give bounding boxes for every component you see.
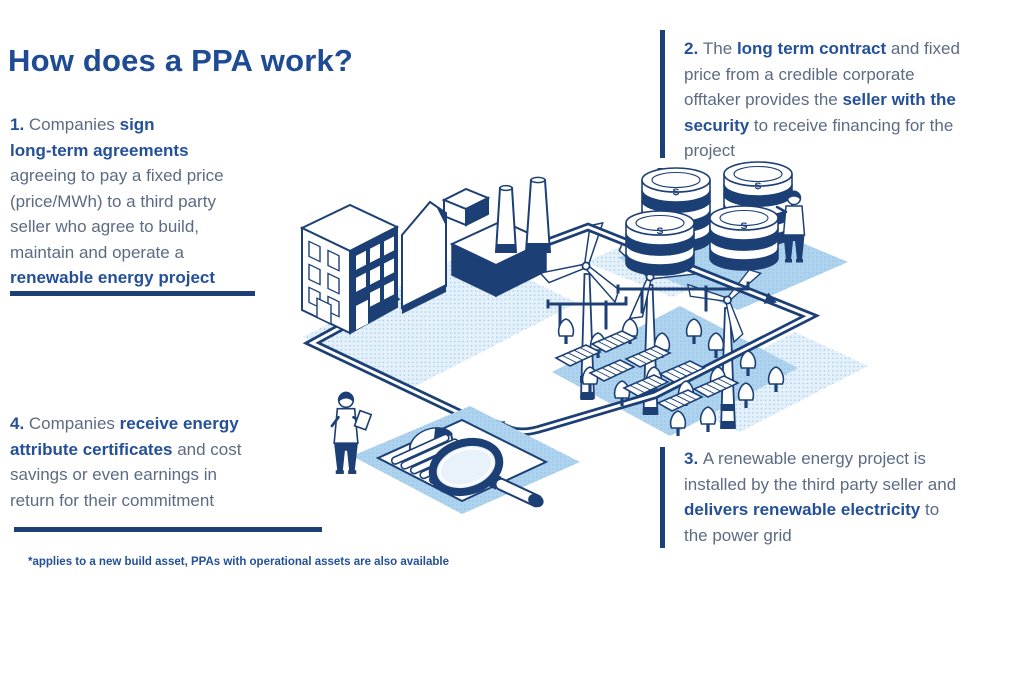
step-1-divider — [10, 291, 255, 296]
magnifying-glass — [428, 437, 544, 508]
flow-arrow-icon — [763, 292, 777, 304]
chimney — [494, 184, 518, 253]
svg-text:$: $ — [673, 187, 680, 198]
power-transmission-lines — [546, 281, 750, 334]
coin-stack: $ — [709, 205, 779, 271]
page-title: How does a PPA work? — [8, 42, 354, 78]
office-building — [299, 203, 400, 335]
money-stacks: $ $ $ $ — [625, 161, 793, 276]
reviewer-person — [330, 391, 373, 474]
factory — [401, 176, 552, 314]
step-2-divider — [660, 30, 665, 158]
coin-stack: $ — [625, 210, 695, 276]
coin-stack: $ — [723, 161, 793, 247]
chimney — [524, 176, 552, 253]
svg-text:$: $ — [755, 181, 762, 192]
step-3-divider — [660, 447, 665, 548]
svg-text:$: $ — [741, 221, 748, 232]
seller-person — [775, 190, 806, 263]
contract-document — [352, 406, 580, 514]
svg-text:$: $ — [657, 226, 664, 237]
step-4-divider — [14, 527, 322, 532]
footnote: *applies to a new build asset, PPAs with… — [28, 556, 449, 568]
coin-stack: $ — [641, 167, 711, 253]
